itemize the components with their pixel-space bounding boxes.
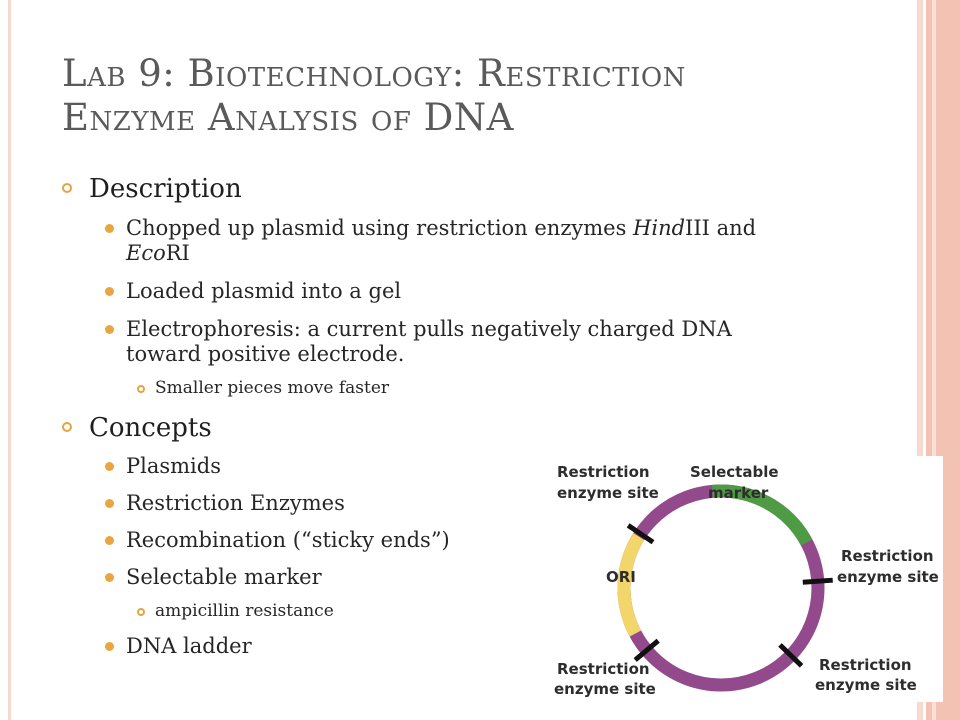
ori-segment bbox=[617, 533, 645, 637]
ring-bullet-icon bbox=[62, 422, 72, 432]
label-ori: ORI bbox=[606, 568, 636, 586]
right-frame-stripe bbox=[917, 0, 923, 720]
dot-bullet-icon bbox=[105, 642, 114, 651]
bullet-item: Recombination (“sticky ends”) bbox=[62, 528, 802, 553]
bullet-item: Plasmids bbox=[62, 454, 802, 479]
dot-bullet-icon bbox=[105, 499, 114, 508]
restriction-cut-marks bbox=[626, 523, 833, 668]
bullet-item: Loaded plasmid into a gel bbox=[62, 279, 802, 304]
plasmid-diagram: Restriction enzyme site Selectable marke… bbox=[551, 456, 943, 702]
left-frame-stripe bbox=[8, 0, 11, 720]
bullet-item: Selectable marker bbox=[62, 565, 802, 590]
slide-title: Lab 9: Biotechnology: Restriction Enzyme… bbox=[62, 52, 902, 140]
sub-bullet-item: ampicillin resistance bbox=[62, 600, 802, 622]
restriction-site-mark bbox=[626, 523, 655, 545]
slide-body: Description Chopped up plasmid using res… bbox=[62, 172, 802, 659]
ring-bullet-icon bbox=[62, 183, 72, 193]
small-ring-bullet-icon bbox=[137, 385, 145, 393]
right-frame-highlight bbox=[932, 0, 936, 720]
bullet-item: Restriction Enzymes bbox=[62, 491, 802, 516]
label-selectable-marker: marker bbox=[708, 484, 769, 502]
dot-bullet-icon bbox=[105, 287, 114, 296]
label-restriction-site-top-left: enzyme site bbox=[557, 484, 659, 502]
dot-bullet-icon bbox=[105, 536, 114, 545]
dot-bullet-icon bbox=[105, 325, 114, 334]
label-restriction-site-right: enzyme site bbox=[837, 568, 939, 586]
slide-title-line-2: Enzyme Analysis of DNA bbox=[62, 96, 514, 139]
label-restriction-site-bottom-right: Restriction bbox=[819, 656, 912, 674]
dot-bullet-icon bbox=[105, 462, 114, 471]
label-selectable-marker: Selectable bbox=[690, 463, 779, 481]
restriction-site-mark bbox=[802, 577, 833, 585]
label-restriction-site-top-left: Restriction bbox=[557, 463, 650, 481]
restriction-site-mark bbox=[778, 643, 804, 668]
small-ring-bullet-icon bbox=[137, 608, 145, 616]
selectable-marker-segment bbox=[711, 484, 813, 546]
dot-bullet-icon bbox=[105, 224, 114, 233]
sub-bullet-item: Smaller pieces move faster bbox=[62, 377, 802, 399]
label-restriction-site-bottom-left: enzyme site bbox=[554, 680, 656, 698]
section-description-heading: Description bbox=[62, 172, 802, 206]
label-restriction-site-bottom-left: Restriction bbox=[557, 660, 650, 678]
section-concepts-heading: Concepts bbox=[62, 411, 802, 445]
label-restriction-site-bottom-right: enzyme site bbox=[815, 676, 917, 694]
restriction-site-mark bbox=[633, 638, 660, 662]
bullet-item: DNA ladder bbox=[62, 634, 802, 659]
plasmid-map-svg: Restriction enzyme site Selectable marke… bbox=[554, 463, 939, 698]
label-restriction-site-right: Restriction bbox=[841, 547, 934, 565]
bullet-item: Chopped up plasmid using restriction enz… bbox=[62, 216, 802, 266]
slide-title-line-1: Lab 9: Biotechnology: Restriction bbox=[62, 52, 686, 95]
dot-bullet-icon bbox=[105, 573, 114, 582]
bullet-item: Electrophoresis: a current pulls negativ… bbox=[62, 317, 802, 367]
